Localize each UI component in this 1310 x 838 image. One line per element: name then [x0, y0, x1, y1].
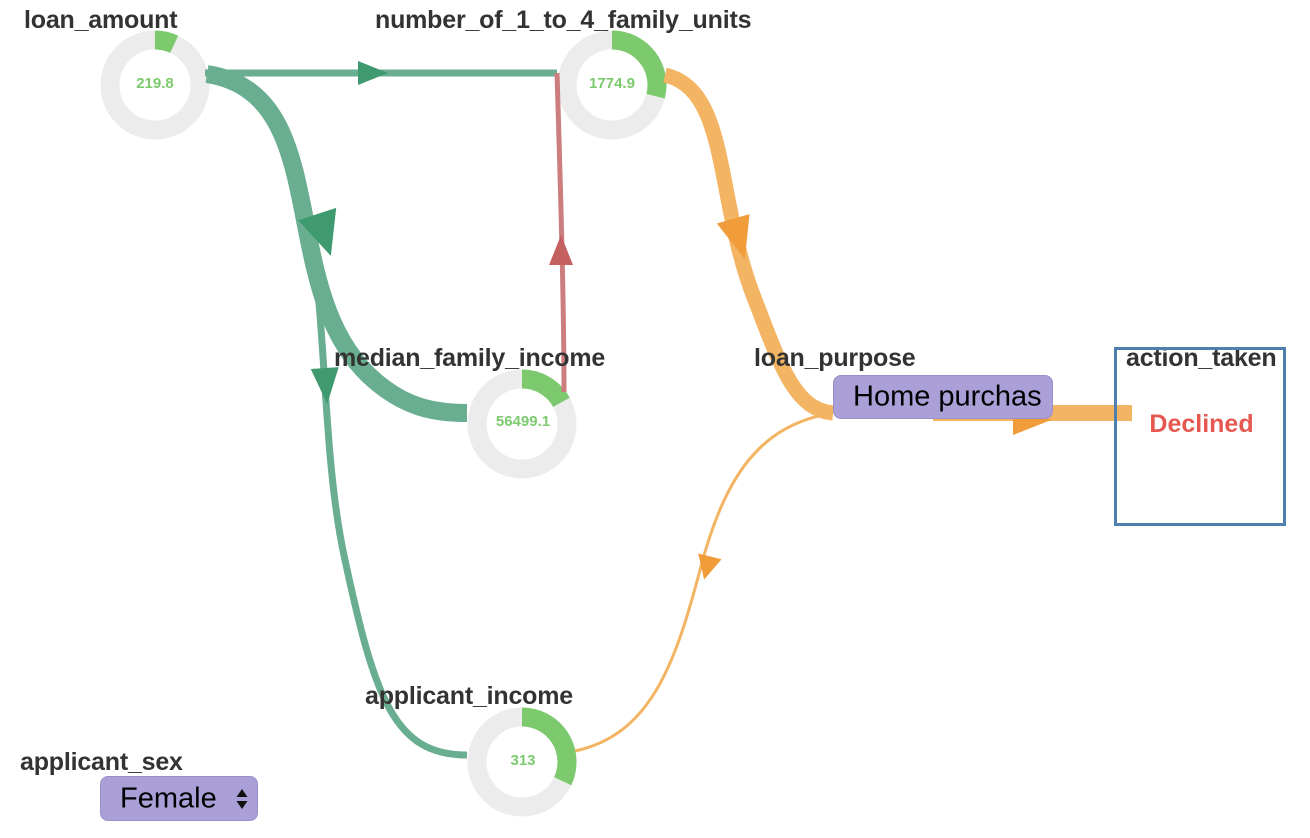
arrowhead-loan-amount-to-median-income [298, 207, 337, 256]
gauge-value-applicant-income: 313 [510, 752, 536, 769]
gauge-median-family-income [467, 369, 577, 479]
edge-loan-amount-to-applicant-income [206, 70, 468, 759]
gauge-family-units-fill [611, 30, 667, 99]
node-label-applicant-income: applicant_income [365, 682, 573, 710]
select-updown-icon [236, 788, 248, 809]
arrowhead-median-income-to-family-units [549, 235, 573, 265]
node-label-loan-purpose: loan_purpose [754, 344, 916, 372]
node-label-family-units: number_of_1_to_4_family_units [375, 6, 752, 34]
gauge-median-family-income-fill [521, 369, 570, 408]
gauge-applicant-income-fill [521, 707, 577, 786]
gauge-loan-amount [100, 30, 210, 140]
arrowhead-family-units-to-loan-purpose [716, 214, 750, 260]
arrowhead-loan-amount-to-family-units [358, 61, 388, 85]
gauge-loan-amount-fill [154, 30, 179, 54]
node-label-applicant-sex: applicant_sex [20, 748, 183, 776]
edge-family-units-to-loan-purpose [662, 67, 835, 421]
applicant-sex-select[interactable]: Female [100, 776, 258, 821]
applicant-sex-selected-value: Female [120, 782, 217, 814]
node-label-loan-amount: loan_amount [24, 6, 178, 34]
action-taken-result: Declined [1149, 410, 1254, 438]
gauge-applicant-income [467, 707, 577, 817]
node-label-median-family-income: median_family_income [334, 344, 606, 372]
arrowhead-loan-purpose-to-applicant-income [698, 553, 722, 580]
arrowhead-loan-amount-to-applicant-income [310, 367, 339, 404]
loan-purpose-select[interactable]: Home purchas [833, 375, 1053, 419]
edge-loan-purpose-to-applicant-income [574, 411, 834, 753]
edge-median-income-to-family-units [554, 72, 567, 393]
gauge-value-median-family-income: 56499.1 [495, 413, 551, 430]
action-taken-box [1114, 347, 1286, 526]
gauge-family-units [557, 30, 667, 140]
gauge-value-loan-amount: 219.8 [136, 75, 174, 92]
gauge-value-family-units: 1774.9 [589, 75, 635, 92]
loan-purpose-selected-value: Home purchas [853, 380, 1042, 413]
